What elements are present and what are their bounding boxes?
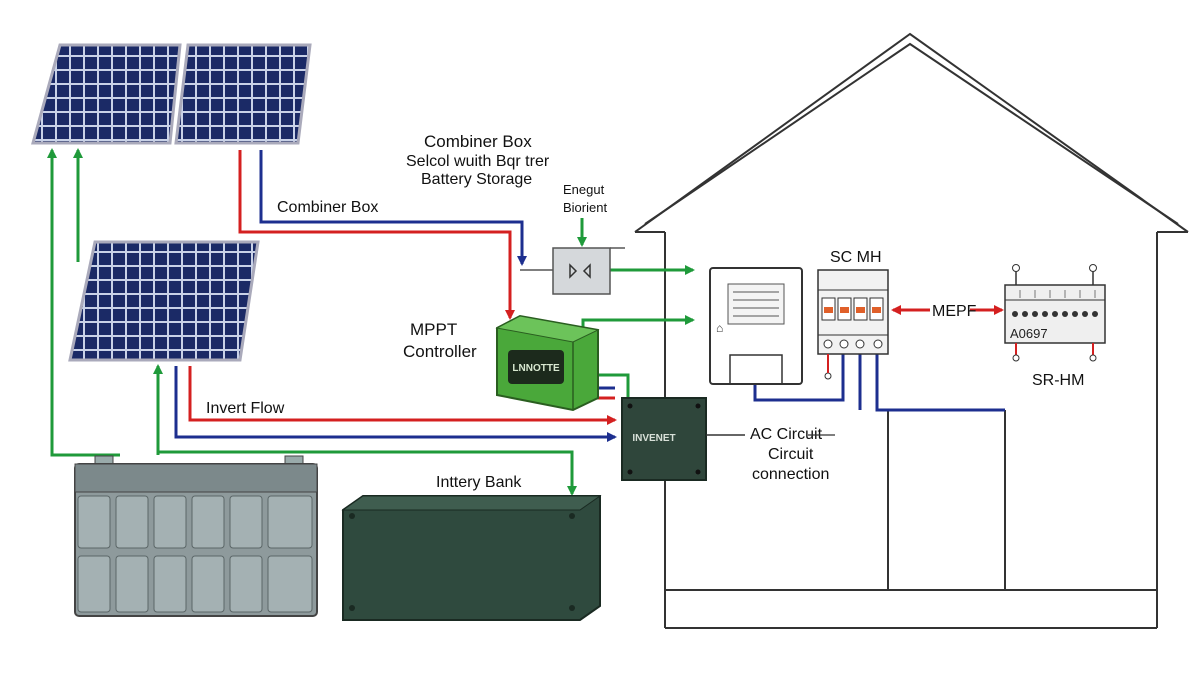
distribution-panel: ⌂ bbox=[709, 267, 803, 385]
positive-wire-panel-to-inverter bbox=[188, 366, 617, 425]
negative-wire-panel-to-inverter bbox=[174, 366, 617, 442]
label-garbled-line: Selcol wuith Bqr trer bbox=[406, 153, 550, 170]
inverter-device-text: INVENET bbox=[632, 433, 675, 444]
ground-wire-mppt-to-inverter bbox=[590, 373, 630, 400]
positive-wire-panel-to-mppt bbox=[238, 150, 515, 320]
label-ac-circuit-1: AC Circuit bbox=[750, 426, 823, 443]
negative-wire-breaker-to-house bbox=[875, 350, 1005, 412]
label-ac-circuit-2: Circuit bbox=[768, 446, 814, 463]
label-mppt-line2: Controller bbox=[403, 342, 477, 361]
ground-wire-panel-top-left bbox=[47, 148, 120, 457]
wires bbox=[47, 148, 1005, 496]
label-inttery-bank: Inttery Bank bbox=[436, 474, 522, 491]
breaker-sc-mh bbox=[817, 269, 889, 380]
breaker-sr-hm: A0697 bbox=[1004, 264, 1106, 362]
label-combiner-box-left: Combiner Box bbox=[277, 199, 378, 216]
negative-wire-panel-to-combiner bbox=[259, 150, 527, 266]
label-biorient: Biorient bbox=[563, 200, 607, 215]
solar-panel-middle bbox=[68, 240, 260, 362]
label-invert-flow: Invert Flow bbox=[206, 400, 285, 417]
label-ac-circuit-3: connection bbox=[752, 466, 829, 483]
mppt-device-text: LNNOTTE bbox=[512, 363, 560, 374]
label-combiner-box-top: Combiner Box bbox=[424, 132, 532, 151]
label-mppt-line1: MPPT bbox=[410, 320, 457, 339]
ground-wire-mppt-to-house bbox=[581, 315, 695, 330]
battery-bank bbox=[341, 495, 602, 621]
mppt-controller: LNNOTTE bbox=[495, 314, 600, 412]
combiner-box bbox=[552, 247, 611, 295]
label-mepf: MEPF bbox=[932, 303, 977, 320]
label-sr-hm: SR-HM bbox=[1032, 372, 1084, 389]
solar-panel-top-left bbox=[31, 43, 182, 145]
label-battery-storage: Battery Storage bbox=[421, 171, 532, 188]
ground-wire-to-battery-bank bbox=[158, 450, 577, 496]
breaker-code-label: A0697 bbox=[1010, 326, 1048, 341]
svg-text:⌂: ⌂ bbox=[716, 321, 723, 335]
label-sc-mh: SC MH bbox=[830, 249, 882, 266]
solar-panel-top-right bbox=[174, 43, 312, 145]
battery-pack bbox=[74, 455, 318, 617]
inverter: INVENET bbox=[621, 397, 745, 481]
label-enegut: Enegut bbox=[563, 182, 605, 197]
